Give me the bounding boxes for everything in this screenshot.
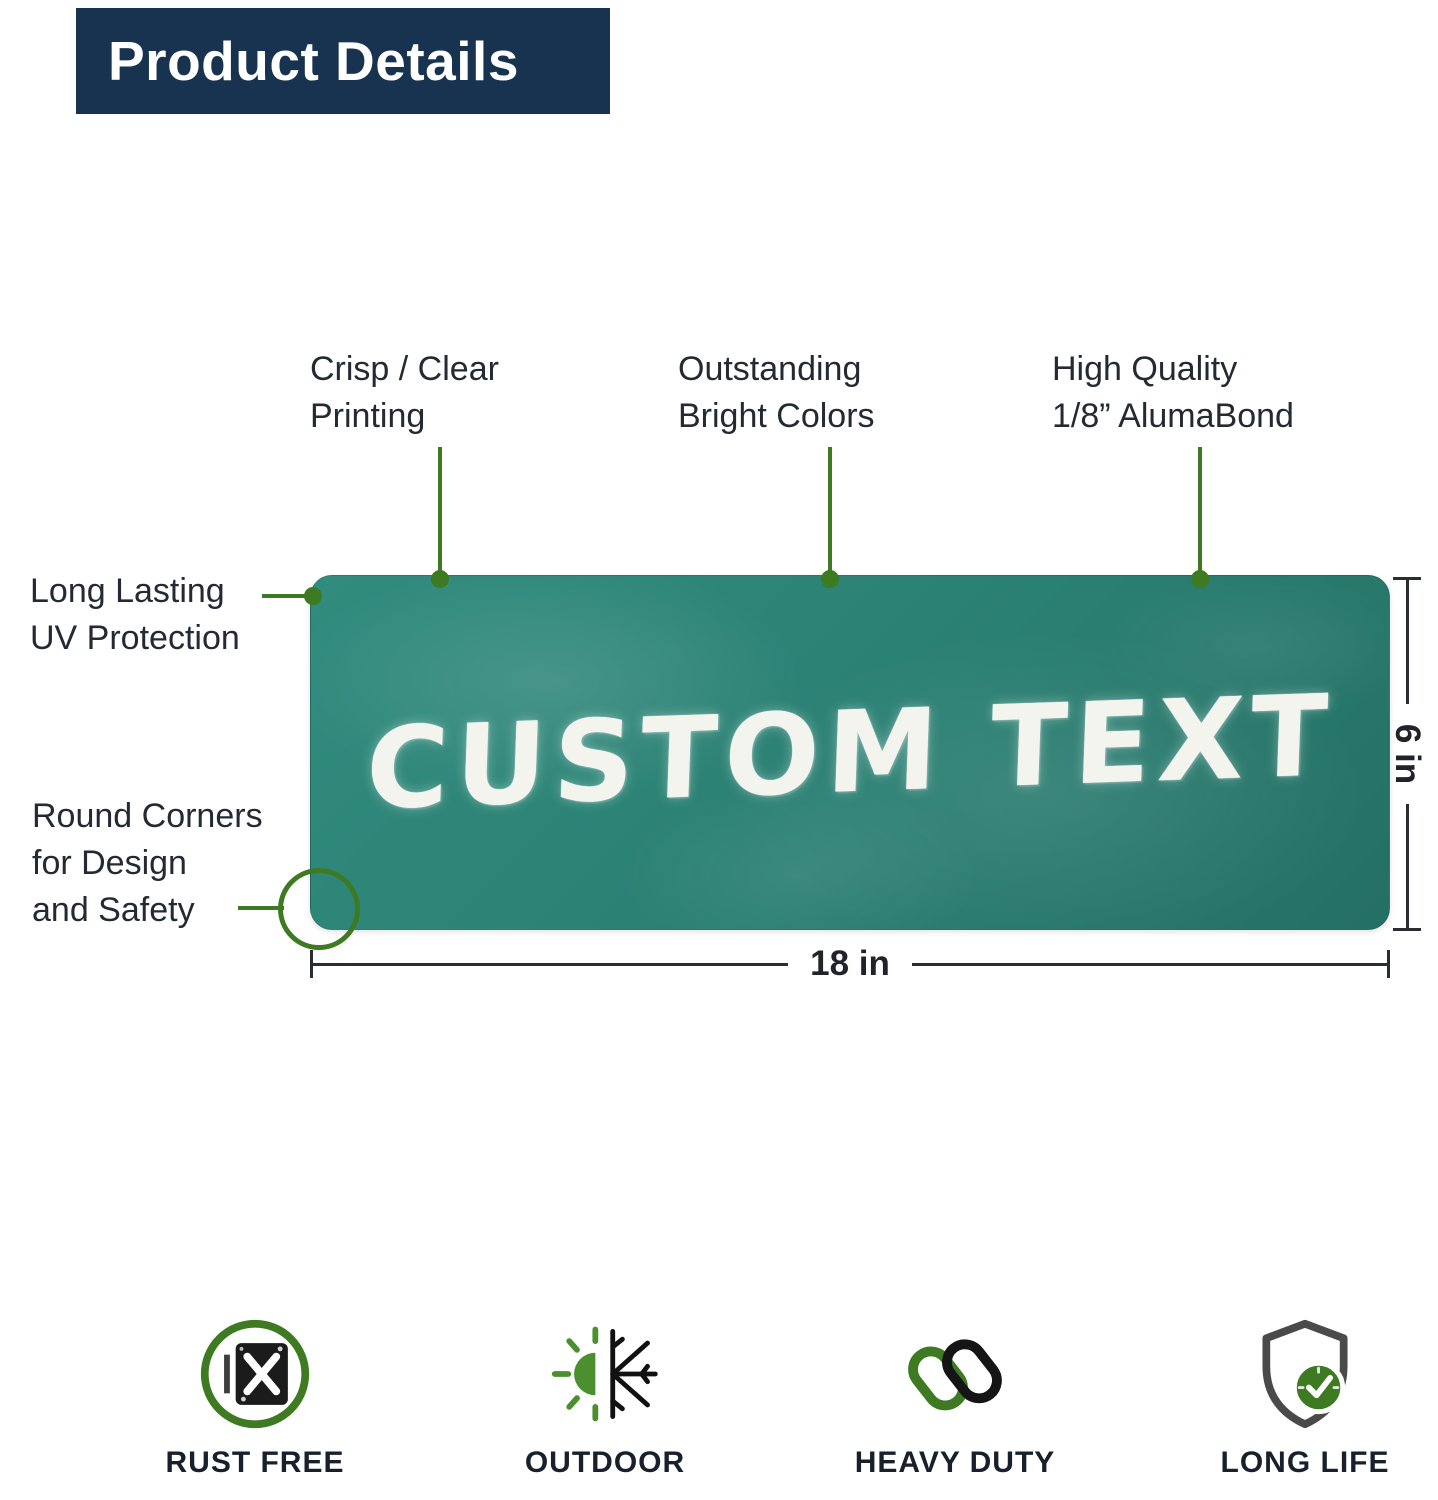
connector-dot-crisp xyxy=(431,570,449,588)
width-dimension: 18 in xyxy=(310,944,1391,984)
feature-row: RUST FREE xyxy=(130,1316,1430,1480)
dimension-line xyxy=(1405,580,1409,704)
width-dimension-label: 18 in xyxy=(810,944,890,983)
dimension-tick xyxy=(1393,577,1421,580)
corner-highlight-circle xyxy=(278,868,360,950)
dimension-line xyxy=(313,962,789,966)
callout-uv-protection: Long Lasting UV Protection xyxy=(30,572,240,657)
connector-dot-uv xyxy=(304,587,322,605)
shield-clock-icon xyxy=(1262,1319,1348,1429)
connector-line-crisp xyxy=(438,447,442,575)
dimension-tick xyxy=(1387,950,1391,978)
feature-rust-free: RUST FREE xyxy=(130,1316,380,1480)
dimension-line xyxy=(911,962,1388,966)
height-dimension-text: 6 in xyxy=(1388,723,1428,785)
feature-label: LONG LIFE xyxy=(1220,1446,1390,1479)
connector-dot-colors xyxy=(821,570,839,588)
callout-round-corners: Round Corners for Design and Safety xyxy=(32,797,263,929)
dimension-line xyxy=(1405,804,1409,928)
chain-links-icon xyxy=(908,1339,1002,1411)
feature-label: RUST FREE xyxy=(165,1446,345,1479)
feature-heavy-duty: HEAVY DUTY xyxy=(830,1316,1080,1480)
feature-label: OUTDOOR xyxy=(524,1446,686,1479)
connector-dot-quality xyxy=(1191,570,1209,588)
connector-line-corners xyxy=(238,906,284,910)
height-dimension: 6 in xyxy=(1388,577,1427,931)
connector-line-uv xyxy=(262,594,310,598)
callout-crisp-clear-printing: Crisp / Clear Printing xyxy=(310,350,499,435)
feature-label: HEAVY DUTY xyxy=(854,1446,1056,1479)
dimension-tick xyxy=(310,950,313,978)
feature-outdoor: OUTDOOR xyxy=(480,1316,730,1480)
rust-free-icon xyxy=(200,1319,310,1429)
page-title-text: Product Details xyxy=(108,30,519,92)
height-dimension-label: 6 in xyxy=(1377,704,1437,804)
page-title: Product Details xyxy=(76,8,610,114)
connector-line-quality xyxy=(1198,447,1202,575)
dimension-tick xyxy=(1393,928,1421,931)
sun-snowflake-icon xyxy=(551,1326,658,1422)
chalkboard-sign: CUSTOM TEXT xyxy=(310,575,1390,930)
sign-custom-text: CUSTOM TEXT xyxy=(363,670,1337,835)
callout-alumabond: High Quality 1/8” AlumaBond xyxy=(1052,350,1294,435)
feature-long-life: LONG LIFE xyxy=(1180,1316,1430,1480)
connector-line-colors xyxy=(828,447,832,575)
callout-bright-colors: Outstanding Bright Colors xyxy=(678,350,875,435)
